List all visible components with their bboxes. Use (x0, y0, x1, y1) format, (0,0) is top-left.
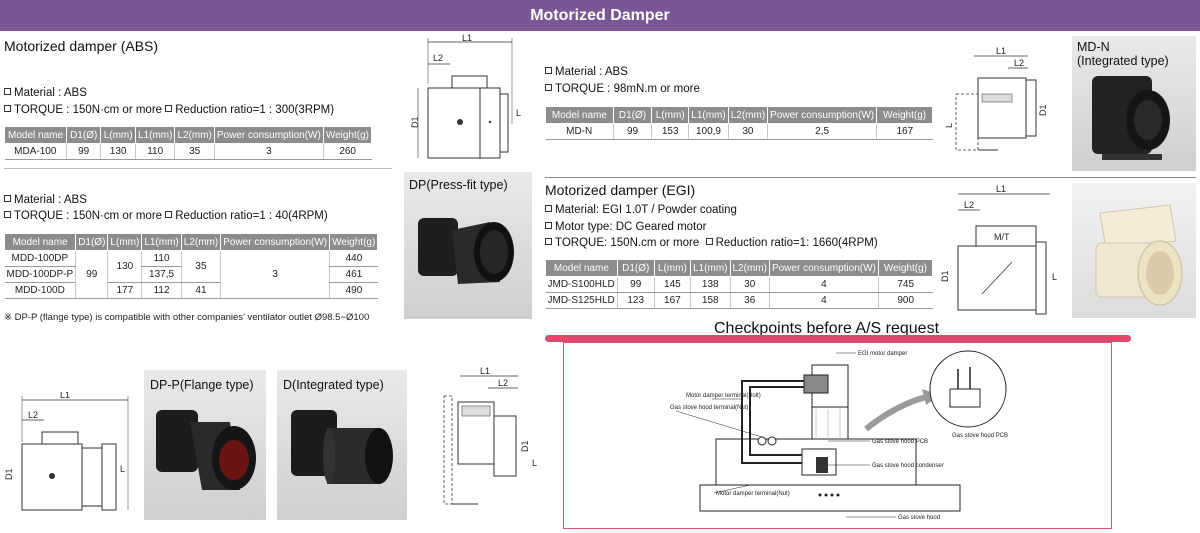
egi-product-photo (1072, 183, 1196, 318)
dp-product-photo (404, 172, 532, 319)
checkbox-icon (545, 67, 552, 74)
damper-illustration (418, 218, 514, 284)
dim-l2-label: L2 (1014, 58, 1024, 68)
abs-torque: TORQUE : 150N·cm or more Reduction ratio… (4, 104, 334, 116)
label-gas-hood: Gas stove hood (898, 515, 940, 521)
dim-l1-label: L1 (60, 392, 70, 400)
checkbox-icon (4, 211, 11, 218)
table-row: MDD-100DP 99 130 110 35 3 440 (4, 250, 378, 299)
dim-d1-label: D1 (520, 440, 530, 452)
mdn-spec-table: Model name D1(Ø) L(mm) L1(mm) L2(mm) Pow… (545, 106, 933, 140)
dpp-product-photo (144, 370, 266, 520)
d-dimension-drawing: L1 L2 D1 L (443, 366, 537, 505)
dim-l1-label: L1 (480, 366, 490, 376)
checkbox-icon (4, 88, 11, 95)
table-header-row: Model name D1(Ø) L(mm) L1(mm) L2(mm) Pow… (545, 106, 933, 124)
checkbox-icon (545, 84, 552, 91)
dim-d1-label: D1 (410, 116, 420, 128)
abs-section-title: Motorized damper (ABS) (4, 38, 159, 54)
mdn-product-photo (1072, 36, 1196, 171)
dim-l1-label: L1 (462, 34, 472, 43)
label-terminal-nut: Motor damper terminal(Nut) (716, 491, 790, 497)
table-row: JMD-S100HLD 99 145 138 30 4 745 (545, 276, 933, 293)
table-row: MDA-100 99 130 110 35 3 260 (4, 143, 372, 160)
dim-l2-label: L2 (498, 378, 508, 388)
page-banner: Motorized Damper (0, 0, 1200, 31)
label-condenser: Gas stove hood condenser (872, 463, 944, 469)
mdd-torque: TORQUE : 150N·cm or more Reduction ratio… (4, 210, 328, 222)
compatibility-note: ※ DP-P (flange type) is compatible with … (4, 312, 370, 323)
egi-motor-type: Motor type: DC Geared motor (545, 221, 706, 233)
label-egi-motor: EGI motor damper (858, 351, 907, 357)
mdd-spec-table: Model name D1(Ø) L(mm) L1(mm) L2(mm) Pow… (3, 233, 379, 299)
table-row: JMD-S125HLD 123 167 158 36 4 900 (545, 292, 933, 309)
dim-l-label: L (120, 464, 125, 474)
dpp-photo-label: DP-P(Flange type) (150, 378, 254, 392)
dim-d1-label: D1 (1038, 104, 1048, 116)
damper-illustration (1092, 76, 1170, 160)
label-gas-terminal: Gas stove hood terminal(Nut) (670, 405, 748, 411)
label-gas-pcb: Gas stove hood PCB (872, 439, 928, 445)
mdn-torque: TORQUE : 98mN.m or more (545, 83, 700, 95)
table-header-row: Model name D1(Ø) L(mm) L1(mm) L2(mm) Pow… (545, 259, 934, 277)
checkbox-icon (705, 238, 713, 245)
damper-illustration (156, 410, 256, 490)
abs-spec-table: Model name D1(Ø) L(mm) L1(mm) L2(mm) Pow… (3, 126, 373, 160)
damper-illustration (1095, 204, 1183, 306)
dim-d1-label: D1 (940, 270, 950, 282)
dim-d1-label: D1 (4, 468, 14, 480)
abs-dimension-drawing: L1 L2 D1 L (410, 34, 521, 159)
dp-photo-label: DP(Press-fit type) (409, 178, 508, 192)
checkbox-icon (165, 211, 173, 218)
checkbox-icon (4, 195, 11, 202)
abs-material: Material : ABS (4, 87, 87, 99)
checkbox-icon (545, 222, 552, 229)
dim-l1-label: L1 (996, 184, 1006, 194)
dim-l2-label: L2 (433, 53, 443, 63)
mdn-material: Material : ABS (545, 66, 628, 78)
table-row: MDD-100D 177 112 41 490 (4, 282, 378, 299)
checkbox-icon (545, 205, 552, 212)
egi-section-title: Motorized damper (EGI) (545, 182, 696, 198)
dim-l1-label: L1 (996, 46, 1006, 56)
egi-torque: TORQUE: 150N.cm or more Reduction ratio=… (545, 237, 878, 249)
egi-spec-table: Model name D1(Ø) L(mm) L1(mm) L2(mm) Pow… (545, 259, 934, 309)
mdd-material: Material : ABS (4, 194, 87, 206)
table-row: MD-N 99 153 100,9 30 2,5 167 (545, 123, 933, 140)
checkpoints-title-bar (545, 335, 1131, 342)
table-header-row: Model name D1(Ø) L(mm) L1(mm) L2(mm) Pow… (3, 233, 379, 251)
dim-l-label: L (516, 108, 521, 118)
egi-dimension-drawing: L1 L2 M/T D1 L (940, 184, 1057, 315)
dim-l-label: L (1052, 272, 1057, 282)
mdn-photo-label: MD-N(Integrated type) (1077, 40, 1169, 68)
dim-l2-label: L2 (28, 410, 38, 420)
dim-l-label: L (944, 123, 954, 128)
egi-material: Material: EGI 1.0T / Powder coating (545, 204, 737, 216)
motor-mt-label: M/T (994, 232, 1010, 242)
checkpoints-diagram: EGI motor damper Motor damper terminal(B… (670, 350, 1008, 521)
checkpoints-title: Checkpoints before A/S request (714, 320, 940, 337)
checkbox-icon (165, 105, 173, 112)
dpp-dimension-drawing: L1 L2 D1 L (4, 392, 129, 511)
label-pcb-zoom: Gas stove hood PCB (952, 433, 1008, 439)
checkbox-icon (4, 105, 11, 112)
damper-illustration (291, 410, 393, 484)
d-photo-label: D(Integrated type) (283, 378, 384, 392)
checkbox-icon (545, 238, 552, 245)
label-terminal-bolt: Motor damper terminal(Bolt) (686, 393, 761, 399)
dim-l2-label: L2 (964, 200, 974, 210)
d-product-photo (277, 370, 407, 520)
dim-l-label: L (532, 458, 537, 468)
mdn-dimension-drawing: L1 L2 L D1 (944, 46, 1048, 151)
table-row: MDD-100DP-P 137,5 461 (4, 266, 378, 283)
table-header-row: Model name D1(Ø) L(mm) L1(mm) L2(mm) Pow… (3, 126, 373, 144)
